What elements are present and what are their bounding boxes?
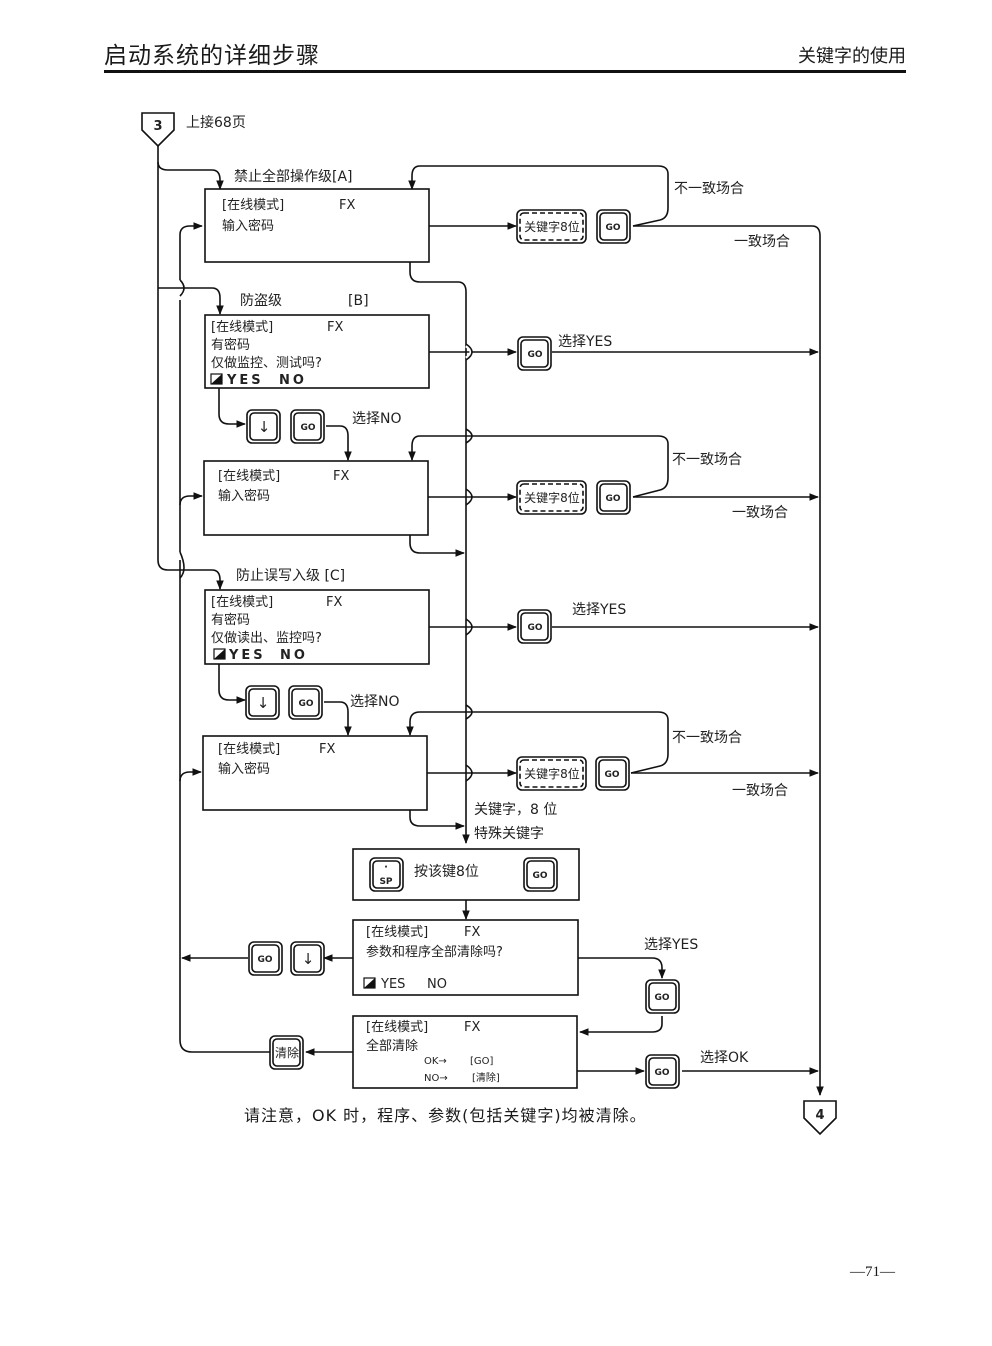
screen-mode: [在线模式]	[218, 742, 280, 757]
topic-title: 关键字的使用	[798, 46, 906, 67]
connector-line	[157, 146, 224, 590]
screen-mode: [在线模式]	[211, 595, 273, 610]
label-match: 一致场合	[732, 783, 788, 799]
go-label: GO	[654, 993, 669, 1003]
go-label: GO	[257, 955, 272, 965]
screen-mode: [在线模式]	[366, 1020, 428, 1035]
start-connector-shape	[141, 112, 175, 148]
go-label: GO	[605, 223, 620, 233]
option-yes: YES	[228, 648, 266, 663]
option-no: NO	[280, 648, 308, 663]
label-select-yes: 选择YES	[558, 334, 612, 350]
label-match: 一致场合	[734, 234, 790, 250]
screen-box-b-password	[203, 460, 429, 536]
start-note: 上接68页	[186, 114, 246, 131]
screen-enter-password: 输入密码	[218, 761, 270, 777]
go-label: GO	[527, 623, 542, 633]
down-arrow-icon: ↓	[302, 950, 315, 968]
connector-line	[157, 161, 224, 190]
header-rule	[104, 70, 906, 73]
label-mismatch: 不一致场合	[672, 452, 742, 468]
screen-model: FX	[464, 1020, 480, 1035]
go-label: GO	[298, 699, 313, 709]
return-line	[179, 226, 202, 1040]
label-match: 一致场合	[732, 505, 788, 521]
level-b-title: 防盗级	[240, 293, 282, 309]
go-label: GO	[604, 770, 619, 780]
screen-question: 仅做读出、监控吗?	[211, 631, 322, 646]
screen-model: FX	[327, 320, 343, 335]
label-mismatch: 不一致场合	[674, 181, 744, 197]
label-mismatch: 不一致场合	[672, 730, 742, 746]
screen-model: FX	[339, 198, 355, 213]
level-b-tag: [B]	[348, 293, 369, 309]
end-connector-label: 4	[815, 1108, 824, 1123]
label-select-yes: 选择YES	[644, 937, 698, 953]
screen-model: FX	[326, 595, 342, 610]
level-a-title: 禁止全部操作级[A]	[234, 168, 353, 185]
go-label: GO	[532, 871, 547, 881]
screen-clear-all: 全部清除	[366, 1038, 418, 1054]
go-label: GO	[605, 494, 620, 504]
screen-ok-arrow: OK→	[424, 1056, 447, 1067]
screen-enter-password: 输入密码	[222, 218, 274, 234]
option-yes: YES	[380, 977, 405, 992]
start-connector-label: 3	[153, 119, 162, 134]
section-title: 启动系统的详细步骤	[104, 43, 320, 69]
clear-key-label: 清除	[275, 1045, 299, 1060]
label-select-ok: 选择OK	[700, 1050, 749, 1066]
screen-model: FX	[464, 925, 480, 940]
screen-has-password: 有密码	[211, 337, 250, 353]
screen-model: FX	[319, 742, 335, 757]
screen-question: 仅做监控、测试吗?	[211, 356, 322, 371]
screen-enter-password: 输入密码	[218, 488, 270, 504]
label-press-8: 按该键8位	[414, 864, 479, 880]
page-number: —71—	[850, 1264, 895, 1280]
screen-has-password: 有密码	[211, 612, 250, 628]
connector-line	[158, 287, 224, 315]
down-arrow-icon: ↓	[257, 694, 270, 712]
screen-mode: [在线模式]	[222, 198, 284, 213]
label-select-no: 选择NO	[350, 694, 400, 710]
sp-label: SP	[379, 877, 392, 887]
return-line	[179, 1039, 270, 1053]
screen-clear-question: 参数和程序全部清除吗?	[366, 944, 503, 960]
footer-note: 请注意，OK 时，程序、参数(包括关键字)均被清除。	[244, 1106, 647, 1125]
key-keyword8-label: 关键字8位	[524, 219, 580, 234]
screen-ok-key: [GO]	[470, 1056, 494, 1067]
label-keyword-8: 关键字，8 位	[474, 802, 557, 818]
label-select-no: 选择NO	[352, 411, 402, 427]
option-yes: YES	[226, 373, 264, 388]
screen-mode: [在线模式]	[211, 320, 273, 335]
key-keyword8-label: 关键字8位	[524, 490, 580, 505]
go-label: GO	[300, 423, 315, 433]
label-select-yes: 选择YES	[572, 602, 626, 618]
screen-model: FX	[333, 469, 349, 484]
screen-mode: [在线模式]	[218, 469, 280, 484]
go-label: GO	[527, 350, 542, 360]
level-c-title: 防止误写入级 [C]	[236, 568, 345, 584]
go-label: GO	[654, 1068, 669, 1078]
option-no: NO	[427, 977, 447, 992]
option-no: NO	[279, 373, 307, 388]
return-line	[179, 492, 203, 506]
screen-no-key: [清除]	[472, 1071, 500, 1084]
key-keyword8-label: 关键字8位	[524, 766, 580, 781]
sp-dot: ·	[384, 862, 388, 873]
screen-mode: [在线模式]	[366, 925, 428, 940]
label-special-keyword: 特殊关键字	[474, 826, 544, 842]
return-line	[179, 768, 202, 782]
end-connector-shape	[803, 1100, 837, 1136]
down-arrow-icon: ↓	[258, 418, 271, 436]
screen-no-arrow: NO→	[424, 1073, 448, 1084]
